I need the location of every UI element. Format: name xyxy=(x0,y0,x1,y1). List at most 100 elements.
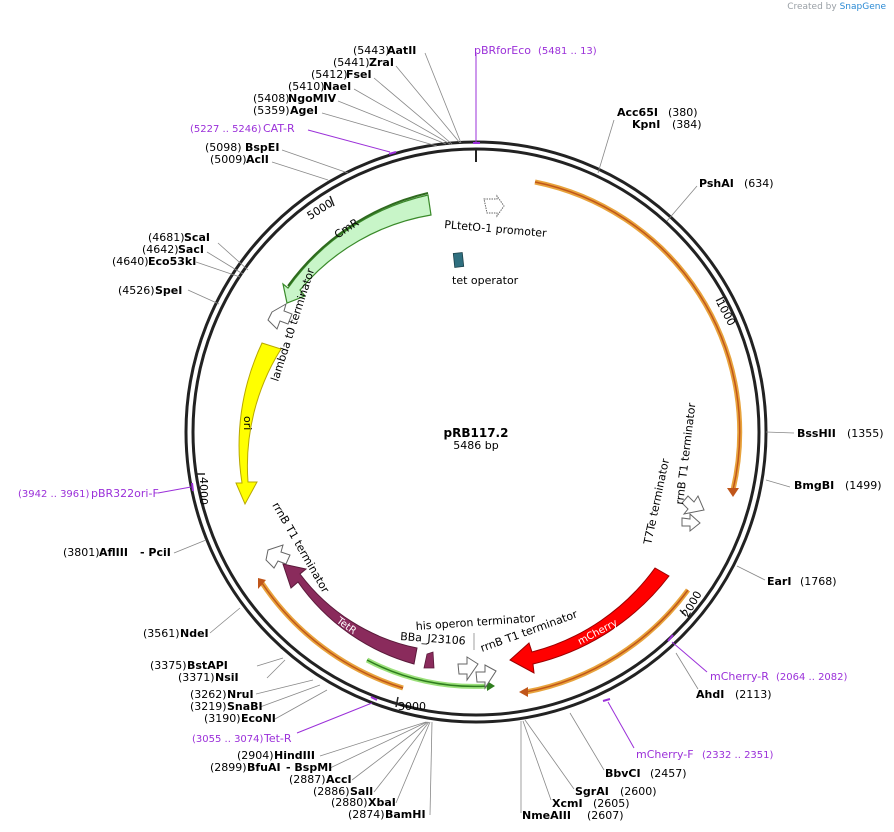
zraI-pos: (5441) xyxy=(333,56,370,69)
snaBI-pos: (3219) xyxy=(190,700,227,713)
ori-label: ori xyxy=(241,416,254,430)
ndeI-pos: (3561) xyxy=(143,627,180,640)
bfuAI-pos: (2899) xyxy=(210,761,247,774)
aflIII-pos: (3801) xyxy=(63,546,100,559)
pbrforeco-label: pBRforEco xyxy=(474,44,531,57)
scaI-name: ScaI xyxy=(184,231,210,244)
catr-range: (5227 .. 5246) xyxy=(190,124,262,135)
rrnb-t1-right-arrow xyxy=(681,494,705,515)
pbr322orif-leader xyxy=(157,486,192,494)
t7te-label: T7Te terminator xyxy=(641,457,672,547)
nmeAIII-name: NmeAIII xyxy=(522,809,571,822)
speI-pos: (4526) xyxy=(118,284,155,297)
accI-name: AccI xyxy=(326,773,352,786)
mcherry-feature xyxy=(509,567,670,674)
acc65I-name: Acc65I xyxy=(617,106,658,119)
bamHI-name: BamHI xyxy=(385,808,426,821)
sgrAI-pos: (2600) xyxy=(620,785,657,798)
zraI-name: ZraI xyxy=(369,56,394,69)
snaBI-name: SnaBI xyxy=(227,700,263,713)
ndeI-name: NdeI xyxy=(180,627,209,640)
plasmid-size: 5486 bp xyxy=(453,439,498,452)
ngoMIV-name: NgoMIV xyxy=(288,92,337,105)
orange-arrowhead-bottom xyxy=(519,687,528,697)
nmeAIII-pos: (2607) xyxy=(587,809,624,822)
nsiI-name: NsiI xyxy=(215,671,239,684)
fseI-pos: (5412) xyxy=(311,68,348,81)
nsiI-pos: (3371) xyxy=(178,671,215,684)
bssHII-name: BssHII xyxy=(797,427,836,440)
aclI-name: AclI xyxy=(246,153,269,166)
orange-feature-arc-bottom-left xyxy=(259,581,404,691)
ahdI-name: AhdI xyxy=(696,688,724,701)
sacI-pos: (4642) xyxy=(142,243,179,256)
nruI-name: NruI xyxy=(227,688,254,701)
cmr-feature xyxy=(282,194,432,304)
backbone-inner-ring xyxy=(191,147,761,717)
tet-operator-box xyxy=(452,252,465,268)
salI-name: SalI xyxy=(350,785,373,798)
aatII-pos: (5443) xyxy=(353,44,390,57)
his-operon-arrow xyxy=(457,656,479,682)
ageI-pos: (5359) xyxy=(253,104,290,117)
sacI-name: SacI xyxy=(178,243,204,256)
tetr-primer-leader xyxy=(296,702,373,734)
cmr-feature-outline xyxy=(287,192,429,287)
sgrAI-name: SgrAI xyxy=(575,785,609,798)
catr-leader xyxy=(307,129,391,153)
tick-4000-label: 4000 xyxy=(197,477,210,505)
green-feature-arc-bottom-core xyxy=(366,659,489,688)
scaI-pos: (4681) xyxy=(148,231,185,244)
kpnI-pos: (384) xyxy=(672,118,702,131)
t7te-arrow xyxy=(681,512,701,533)
bba-j23106-label: BBa_J23106 xyxy=(400,630,466,648)
tetr-primer-range: (3055 .. 3074) xyxy=(192,734,264,745)
tetr-primer-label: Tet-R xyxy=(263,732,292,745)
bfuAI-name: BfuAI xyxy=(247,761,281,774)
bssHII-pos: (1355) xyxy=(847,427,884,440)
tick-5000: 5000 xyxy=(305,195,335,223)
tick-3000-label: 3000 xyxy=(398,700,426,713)
acc65I-pos: (380) xyxy=(668,106,698,119)
mcherryf-leader xyxy=(607,701,635,749)
bbvCI-pos: (2457) xyxy=(650,767,687,780)
orange-feature-arc-right-core xyxy=(534,181,741,491)
pltet-promoter-arrow xyxy=(483,194,505,218)
bmgBI-name: BmgBI xyxy=(794,479,834,492)
pltet-promoter-label: PLtetO-1 promoter xyxy=(444,218,548,240)
pbrforeco-range: (5481 .. 13) xyxy=(538,46,597,57)
tetr-feature xyxy=(282,563,418,665)
green-arrowhead-bottom xyxy=(487,681,495,691)
bstAPI-name: BstAPI xyxy=(187,659,228,672)
pshAI-name: PshAI xyxy=(699,177,734,190)
site-leaders xyxy=(173,52,795,816)
xcmI-pos: (2605) xyxy=(593,797,630,810)
pbr322orif-label: pBR322ori-F xyxy=(91,487,159,500)
salI-pos: (2886) xyxy=(313,785,350,798)
kpnI-name: KpnI xyxy=(632,118,660,131)
snapgene-credit: Created by SnapGene xyxy=(787,2,886,12)
orange-feature-arc-bottom-left-core xyxy=(261,582,404,689)
orange-arrowhead-right xyxy=(727,488,739,497)
speI-name: SpeI xyxy=(155,284,182,297)
rrnb-t1-bottom-arrow xyxy=(475,664,497,690)
lambda-t0-arrow xyxy=(267,302,293,330)
tet-operator-label: tet operator xyxy=(452,274,519,287)
tetr-primer-mark xyxy=(370,696,378,701)
xbaI-name: XbaI xyxy=(368,796,396,809)
plasmid-name: pRB117.2 xyxy=(444,426,509,440)
bba-j23106-arrow xyxy=(423,651,435,669)
orange-arrowhead-left xyxy=(258,578,266,589)
pbr322orif-range: (3942 .. 3961) xyxy=(18,489,90,500)
earI-name: EarI xyxy=(767,575,791,588)
rrnb-t1-right-label: rrnB T1 terminator xyxy=(673,402,698,506)
hindIII-pos: (2904) xyxy=(237,749,274,762)
mcherryr-label: mCherry-R xyxy=(710,670,769,683)
fseI-name: FseI xyxy=(346,68,372,81)
aatII-name: AatII xyxy=(387,44,416,57)
bmgBI-pos: (1499) xyxy=(845,479,882,492)
xcmI-name: XcmI xyxy=(552,797,583,810)
pbr322orif-mark xyxy=(191,482,194,492)
mcherryf-label: mCherry-F xyxy=(636,748,694,761)
